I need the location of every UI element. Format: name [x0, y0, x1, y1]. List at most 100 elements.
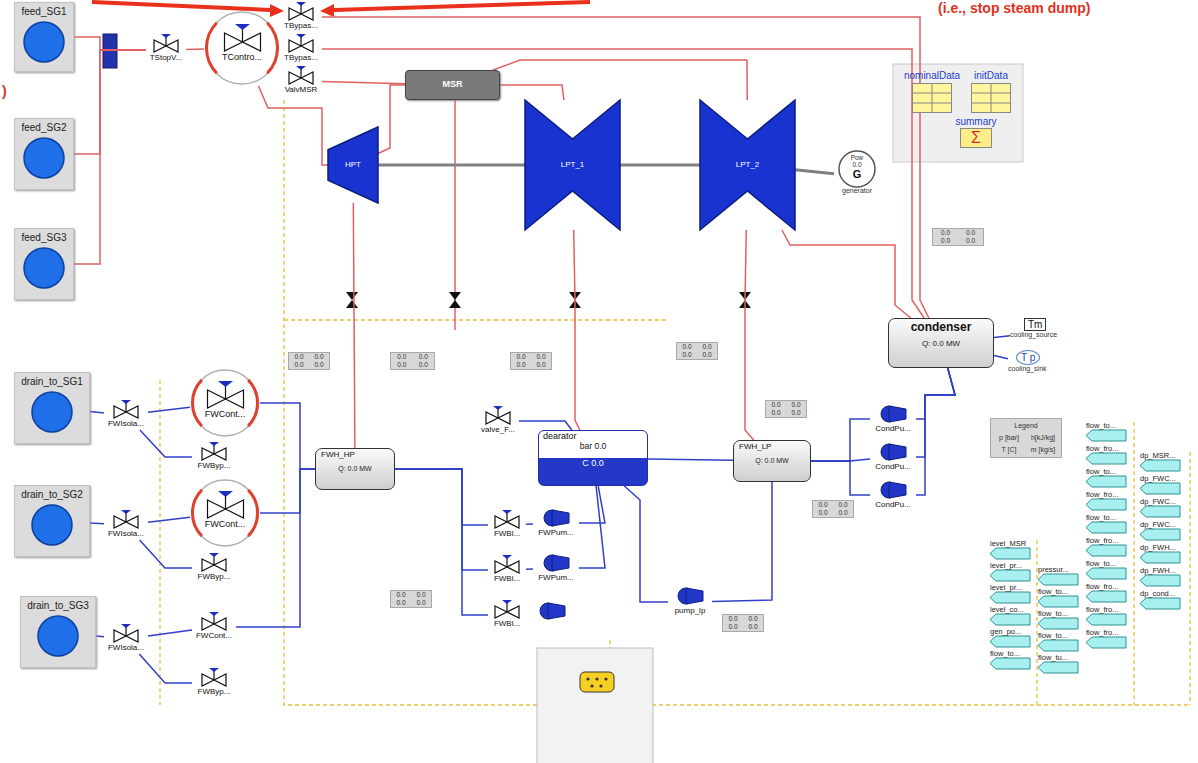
valve: FWByp... — [192, 553, 236, 583]
node-label: FWPum... — [538, 574, 574, 583]
node-label: cooling_source — [1010, 331, 1057, 339]
node-label: flow_fro... — [1086, 629, 1119, 637]
value-display: 0.00.00.00.0 — [812, 500, 854, 518]
callout-arrow — [334, 2, 590, 10]
valve: FWByp... — [192, 442, 236, 472]
signal-tag — [1086, 430, 1126, 441]
value-cell: 0.0 — [516, 353, 525, 360]
node-label: flow_tu... — [1038, 654, 1068, 662]
node-label: cooling_sink — [1008, 365, 1047, 373]
value-cell: 0.0 — [818, 509, 827, 516]
signal-tag — [990, 592, 1030, 603]
pipe-line — [139, 654, 192, 683]
callout-note: (i.e., stop steam dump) — [938, 1, 1090, 16]
pump: CondPu... — [870, 442, 916, 472]
signal-tag — [1140, 506, 1180, 517]
boundary-source: feed_SG2 — [14, 118, 74, 190]
valve-symbol — [223, 24, 262, 51]
pipe-line — [260, 469, 315, 513]
node-label: FWIsola... — [108, 530, 144, 539]
pump-outlet — [548, 603, 565, 619]
sensor-output: flow_fro... — [1086, 491, 1132, 513]
valve-symbol — [288, 2, 314, 20]
valve-highlight — [190, 368, 260, 438]
node-label: flow_to... — [990, 650, 1020, 658]
pipe-line — [74, 50, 146, 264]
value-cell: 0.0 — [516, 361, 525, 368]
condenser: condenserQ: 0.0 MW — [888, 318, 994, 368]
value-cell: 0.0 — [771, 401, 780, 408]
node-label: initData — [974, 70, 1008, 81]
signal-line — [284, 100, 1190, 705]
node-label: FWPum... — [538, 529, 574, 538]
signal-tag — [1140, 598, 1180, 609]
sensor-output: flow_to... — [1086, 422, 1132, 444]
valve: FWIsola... — [104, 400, 148, 430]
node-label: Legend — [1014, 422, 1037, 430]
value-cell: 0.0 — [771, 409, 780, 416]
sensor-output: gen_po... — [990, 628, 1036, 650]
pipe-line — [322, 82, 405, 84]
extraction-valves — [346, 292, 751, 308]
value-cell: 0.0 — [838, 509, 847, 516]
summary-record: summaryΣ — [950, 116, 1002, 158]
pipe-line — [648, 459, 733, 460]
source-circle — [22, 246, 66, 290]
node-label: flow_fro... — [1086, 606, 1119, 614]
value-cell: 0.0 — [536, 361, 545, 368]
source-circle — [22, 20, 66, 64]
arrow-head — [320, 4, 334, 17]
value-cell: 0.0 — [728, 615, 737, 622]
valve-symbol — [485, 406, 511, 424]
signal-tag — [1086, 568, 1126, 579]
sensor-output: dp_FWC... — [1140, 521, 1188, 543]
sensor-output: level_pr... — [990, 584, 1036, 606]
pipe-line — [782, 230, 911, 318]
pin — [604, 677, 607, 680]
value-display: 0.00.00.00.0 — [722, 614, 764, 632]
node-label: ValvMSR — [285, 86, 318, 95]
valve: FWCont... — [192, 612, 236, 642]
node-label: flow_to... — [1086, 560, 1116, 568]
pipe-line — [186, 48, 204, 50]
sensor-output: flow_to... — [1086, 514, 1132, 536]
pipe-line — [140, 540, 192, 568]
valve-symbol — [494, 510, 520, 528]
pipe-line — [526, 568, 533, 570]
node-label: FWByp... — [198, 573, 231, 582]
pipe-line — [994, 336, 1010, 338]
sensor-output: flow_fro... — [1086, 606, 1132, 628]
valve-highlight — [204, 10, 280, 86]
value-cell: 0.0 — [397, 353, 406, 360]
node-label: LPT_1 — [561, 161, 585, 170]
signal-tag — [1086, 545, 1126, 556]
sensor-output: flow_to... — [1038, 632, 1084, 654]
value-cell: 0.0 — [941, 237, 950, 244]
node-label: drain_to_SG1 — [21, 376, 83, 387]
node-label: flow_to... — [1038, 588, 1068, 596]
sensor-output: flow_to... — [1086, 560, 1132, 582]
pipe-line — [579, 486, 605, 523]
node-label: CondPu... — [875, 425, 911, 434]
node-label: valve_F... — [481, 426, 515, 435]
node-label: FWH_HP — [321, 451, 355, 460]
node-label: FWByp... — [198, 688, 231, 697]
node-label: FWBl... — [494, 575, 520, 584]
node-label: CondPu... — [875, 463, 911, 472]
node-label: feed_SG3 — [21, 232, 66, 243]
valve-symbol — [288, 34, 314, 52]
node-label: flow_fro... — [1086, 583, 1119, 591]
boundary-source: drain_to_SG1 — [14, 372, 90, 444]
valve: FWIsola... — [104, 510, 148, 540]
record-icon — [912, 83, 952, 113]
source-circle — [36, 614, 80, 658]
node-label: pressur... — [1038, 566, 1069, 574]
value-cell: 0.0 — [966, 229, 975, 236]
value-cell: 0.0 — [818, 501, 827, 508]
pipe-line — [395, 469, 488, 570]
node-label: FWH_LP — [739, 443, 771, 452]
valve: ValvMSR — [280, 66, 322, 96]
valve: FWIsola... — [104, 624, 148, 654]
node-label: dp_FWC... — [1140, 521, 1176, 529]
source-circle — [22, 136, 66, 180]
